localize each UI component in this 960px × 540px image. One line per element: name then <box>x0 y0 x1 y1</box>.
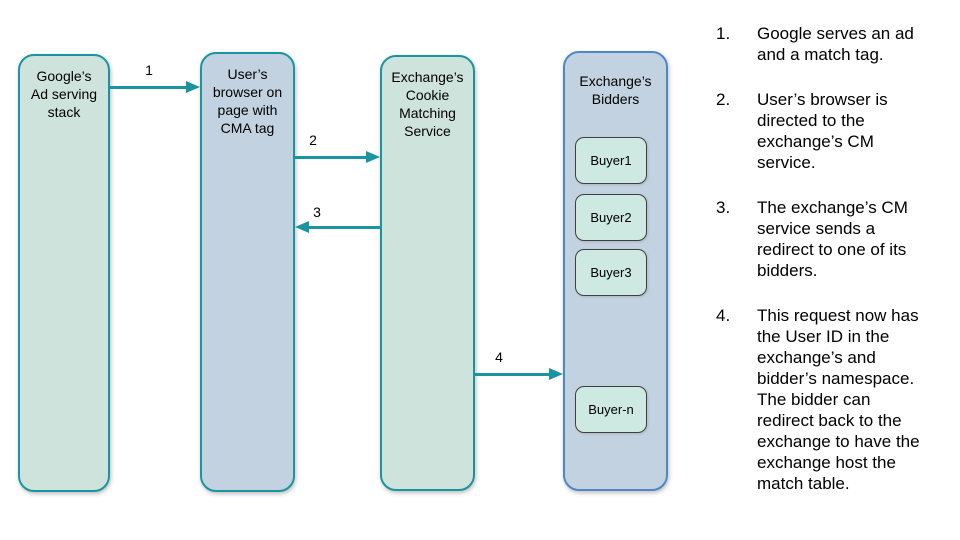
steps-list: 1. Google serves an ad and a match tag. … <box>716 23 952 518</box>
step-number: 3. <box>716 198 731 217</box>
step-text: The exchange’s CM service sends a redire… <box>757 198 908 280</box>
buyer-box-3: Buyer3 <box>575 249 647 296</box>
buyer-label: Buyer2 <box>590 210 632 225</box>
step-text: Google serves an ad and a match tag. <box>757 24 914 64</box>
arrow-label-4: 4 <box>495 349 503 365</box>
arrow-shaft <box>295 155 369 159</box>
arrow-label-2: 2 <box>309 132 317 148</box>
step-text: This request now has the User ID in the … <box>757 306 920 493</box>
arrow-shaft <box>110 85 189 89</box>
arrow-shaft <box>306 225 380 229</box>
step-item-1: 1. Google serves an ad and a match tag. <box>716 23 952 65</box>
arrowhead-icon <box>366 151 380 163</box>
node-exchange-cookie-matching-service: Exchange’s Cookie Matching Service <box>380 55 475 491</box>
arrow-label-3: 3 <box>313 204 321 220</box>
step-number: 2. <box>716 90 731 109</box>
node-label: User’s browser on page with CMA tag <box>212 66 283 136</box>
node-label: Google’s Ad serving stack <box>30 68 98 120</box>
node-google-ad-serving-stack: Google’s Ad serving stack <box>18 54 110 492</box>
step-item-4: 4. This request now has the User ID in t… <box>716 305 952 494</box>
node-exchange-bidders: Exchange’s Bidders Buyer1 Buyer2 Buyer3 … <box>563 51 668 491</box>
node-user-browser: User’s browser on page with CMA tag <box>200 52 295 492</box>
arrowhead-icon <box>295 221 309 233</box>
flow-arrow-1 <box>110 81 200 93</box>
buyer-box-1: Buyer1 <box>575 137 647 184</box>
step-text: User’s browser is directed to the exchan… <box>757 90 888 172</box>
arrowhead-icon <box>549 368 563 380</box>
buyer-box-2: Buyer2 <box>575 194 647 241</box>
node-label: Exchange’s Cookie Matching Service <box>391 69 464 139</box>
step-number: 4. <box>716 306 731 325</box>
buyer-label: Buyer-n <box>588 402 634 417</box>
arrowhead-icon <box>186 81 200 93</box>
arrow-label-1: 1 <box>145 62 153 78</box>
step-item-2: 2. User’s browser is directed to the exc… <box>716 89 952 173</box>
step-item-3: 3. The exchange’s CM service sends a red… <box>716 197 952 281</box>
buyer-box-n: Buyer-n <box>575 386 647 433</box>
flow-arrow-3 <box>295 221 380 233</box>
node-label: Exchange’s Bidders <box>579 73 652 107</box>
flow-arrow-2 <box>295 151 380 163</box>
buyer-label: Buyer3 <box>590 265 632 280</box>
arrow-shaft <box>475 372 552 376</box>
buyer-label: Buyer1 <box>590 153 632 168</box>
step-number: 1. <box>716 24 731 43</box>
flow-arrow-4 <box>475 368 563 380</box>
